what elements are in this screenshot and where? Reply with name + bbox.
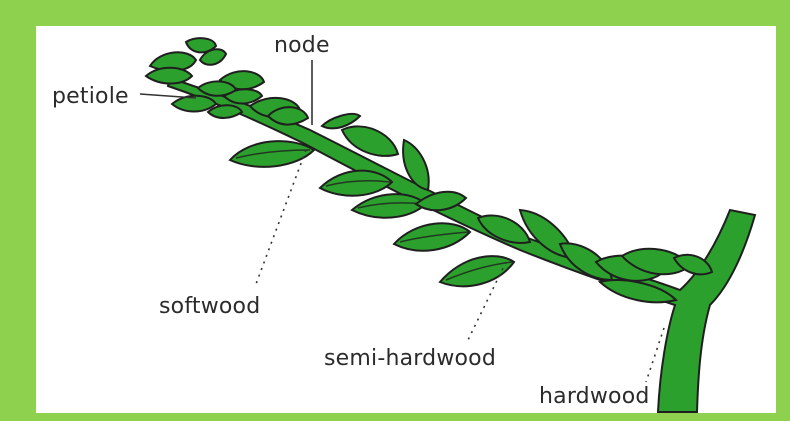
semi-hardwood-label: semi-hardwood <box>324 346 496 371</box>
petiole-label: petiole <box>52 84 129 109</box>
node-label: node <box>274 33 330 58</box>
softwood-leader-line <box>256 150 306 284</box>
softwood-label: softwood <box>159 294 260 319</box>
hardwood-label: hardwood <box>539 384 650 409</box>
